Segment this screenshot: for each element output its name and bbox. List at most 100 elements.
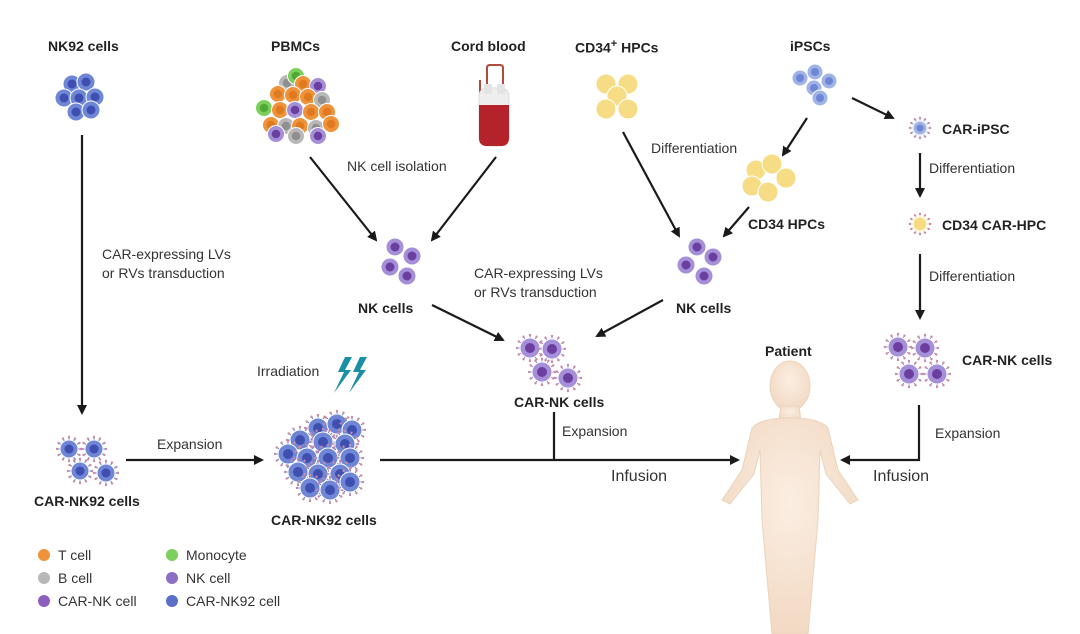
source-ipscs-label: iPSCs — [790, 38, 831, 54]
car-nk-cell-icon — [527, 357, 557, 387]
nk-cell-icon — [402, 246, 422, 266]
legend-item-car-nk92-cell: CAR-NK92 cell — [166, 593, 280, 609]
node-car-nk-cells-right: CAR-NK cells — [962, 352, 1053, 368]
arrow-ipsc-to-cd34hpc — [781, 117, 808, 157]
car-nk92-cell-icon — [335, 467, 365, 497]
hpc-cell-icon — [761, 153, 783, 175]
t-cell-dot-icon — [38, 549, 50, 561]
car-nk92-cell-icon — [55, 435, 83, 463]
car-nk-cell-icon — [883, 332, 913, 362]
legend-item-car-nk-cell: CAR-NK cell — [38, 593, 137, 609]
car-nk-cells-right-icon — [883, 332, 952, 389]
node-patient: Patient — [765, 343, 812, 359]
source-cord-blood-label: Cord blood — [451, 38, 526, 54]
legend-item-t-cell: T cell — [38, 547, 91, 563]
node-cd34-hpcs: CD34 HPCs — [748, 216, 826, 232]
nk92-cell-icon — [81, 100, 101, 120]
pbmc-cell-icon — [271, 101, 289, 119]
cd34-text: CD34 — [575, 39, 611, 56]
step-nk-isolation: NK cell isolation — [347, 158, 447, 174]
pbmc-cell-icon — [284, 86, 302, 104]
hpcs-text: HPCs — [617, 39, 659, 56]
nk92-cell-icon — [76, 72, 96, 92]
pbmc-cell-icon — [309, 127, 327, 145]
arrow-infusion-right — [840, 405, 921, 465]
nk-cell-icon — [380, 257, 400, 277]
ipsc-cell-icon — [791, 69, 809, 87]
step-irradiation: Irradiation — [257, 363, 320, 379]
car-hpc-cell-icon — [908, 212, 932, 236]
nk-cell-icon — [385, 237, 405, 257]
step-expansion-right: Expansion — [935, 425, 1001, 441]
source-pbmcs-label: PBMCs — [271, 38, 321, 54]
pbmc-cell-icon — [287, 127, 305, 145]
nk-cell-icon — [397, 266, 417, 286]
cd34-superscript: + — [610, 38, 618, 50]
hpc-cell-icon — [775, 167, 797, 189]
car-nk-cells-mid-icon — [515, 333, 583, 393]
pbmc-cell-icon — [322, 115, 340, 133]
arrow-cd34-to-nk — [622, 131, 680, 238]
b-cell-dot-icon — [38, 572, 50, 584]
car-nk92-cell-icon — [285, 425, 315, 455]
source-cd34-hpcs-label: CD34+ HPCs — [575, 38, 658, 56]
node-nk-cells-left: NK cells — [358, 300, 414, 316]
pbmc-cell-icon — [286, 101, 304, 119]
hpc-cell-icon — [595, 98, 617, 120]
nk-cell-dot-icon — [166, 572, 178, 584]
step-differentiation-3: Differentiation — [929, 268, 1016, 284]
nk-cell-icon — [676, 255, 696, 275]
node-car-nk92-cells-big: CAR-NK92 cells — [271, 512, 377, 528]
arrows — [77, 97, 925, 465]
source-nk92-label: NK92 cells — [48, 38, 119, 54]
arrow-cd34hpc-to-nk — [722, 206, 750, 238]
car-nk-cell-icon — [910, 333, 940, 363]
nk-cells-left-icon — [380, 237, 422, 286]
pbmc-cell-icon — [269, 85, 287, 103]
pbmc-cell-icon — [255, 99, 273, 117]
patient-body-icon — [721, 360, 859, 634]
node-nk-cells-right: NK cells — [676, 300, 732, 316]
nk-cell-icon — [703, 247, 723, 267]
cd34-hpc-cluster-icon — [595, 73, 639, 120]
car-nk-cell-icon — [553, 363, 583, 393]
step-car-transduction-mid-2: or RVs transduction — [474, 284, 597, 300]
cord-blood-bag-icon — [478, 64, 510, 147]
legend-item-nk-cell: NK cell — [166, 570, 230, 586]
nk92-cell-icon — [66, 102, 86, 122]
step-car-transduction-left-2: or RVs transduction — [102, 265, 225, 281]
car-nk92-cells-small-icon — [55, 435, 120, 487]
node-car-nk92-cells-small: CAR-NK92 cells — [34, 493, 140, 509]
step-expansion-mid: Expansion — [562, 423, 628, 439]
node-car-nk-cells-mid: CAR-NK cells — [514, 394, 605, 410]
arrow-cordblood-to-nk — [430, 156, 497, 242]
pbmc-cell-icon — [267, 125, 285, 143]
arrow-ipsc-to-car-ipsc — [851, 97, 895, 119]
legend-item-b-cell: B cell — [38, 570, 92, 586]
car-nk92-cell-dot-icon — [166, 595, 178, 607]
step-infusion-left: Infusion — [611, 468, 668, 485]
hpc-cell-icon — [757, 181, 779, 203]
legend-item-monocyte: Monocyte — [166, 547, 247, 563]
step-car-transduction-mid-1: CAR-expressing LVs — [474, 265, 603, 281]
car-nk92-cell-icon — [66, 457, 94, 485]
car-ipsc-cell-icon — [908, 116, 932, 140]
irradiation-lightning-icon — [334, 357, 367, 393]
pbmc-cell-icon — [302, 103, 320, 121]
arrow-pbmc-to-nk — [309, 156, 378, 242]
car-nk-cell-icon — [922, 359, 952, 389]
car-nk-cell-icon — [894, 359, 924, 389]
pbmc-cluster-icon — [255, 67, 340, 145]
pbmc-cell-icon — [299, 88, 317, 106]
step-infusion-right: Infusion — [873, 468, 930, 485]
monocyte-dot-icon — [166, 549, 178, 561]
hpc-cell-icon — [617, 98, 639, 120]
nk92-cell-cluster-icon — [54, 72, 105, 122]
nk92-cell-icon — [62, 74, 82, 94]
nk-cell-icon — [687, 237, 707, 257]
car-nk92-cells-big-icon — [273, 409, 367, 505]
ipsc-cell-icon — [820, 72, 838, 90]
arrow-nk-right-to-car-nk — [595, 299, 664, 337]
node-cd34-car-hpc: CD34 CAR-HPC — [942, 217, 1047, 233]
